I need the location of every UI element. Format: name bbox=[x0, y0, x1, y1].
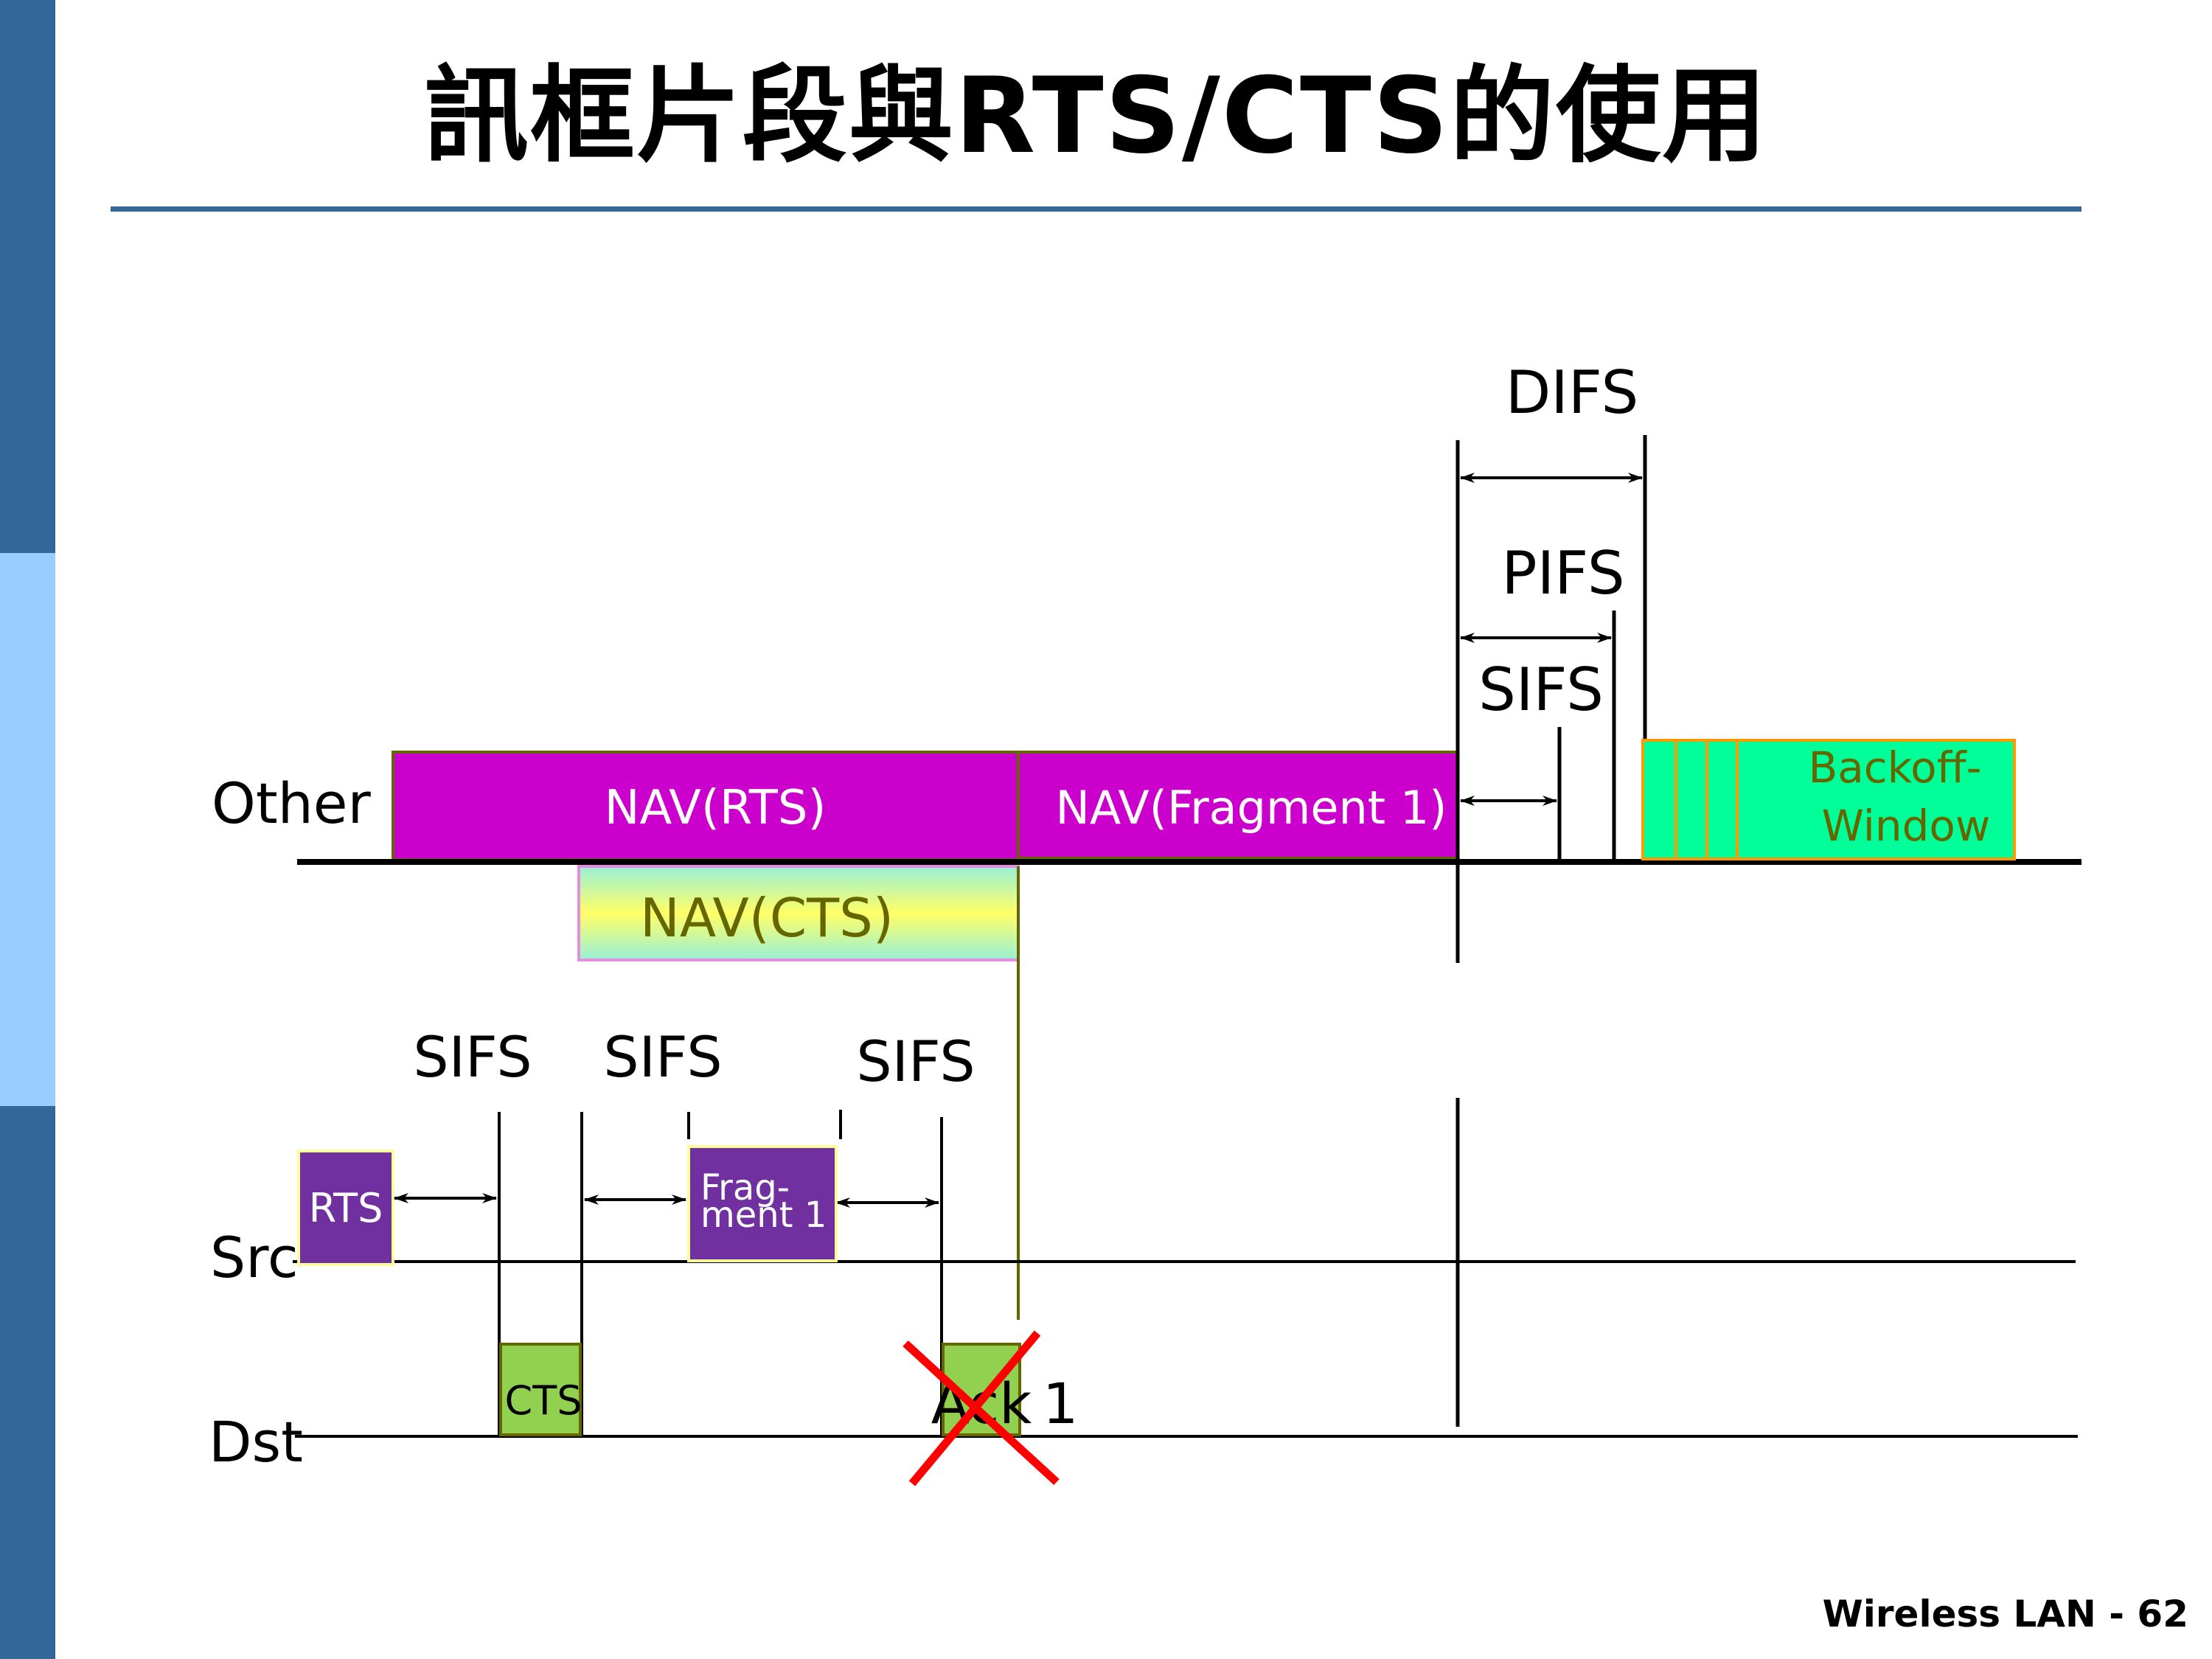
nav-rts-block bbox=[392, 751, 1020, 861]
ack1-frame-number: 1 bbox=[1043, 1371, 1078, 1436]
pifs-label: PIFS bbox=[1501, 539, 1624, 608]
row-label-other: Other bbox=[212, 771, 372, 836]
row-label-src: Src bbox=[210, 1225, 299, 1290]
rts-frame bbox=[297, 1150, 394, 1266]
nav-cts-label: NAV(CTS) bbox=[640, 887, 894, 949]
sidebar-bottom bbox=[0, 1106, 55, 1659]
sifs-2-label: SIFS bbox=[603, 1024, 722, 1090]
rts-frame-label: RTS bbox=[309, 1185, 383, 1231]
backoff-label-line2: Window bbox=[1822, 801, 1991, 851]
sifs-3-label: SIFS bbox=[856, 1029, 975, 1094]
sidebar-top bbox=[0, 0, 55, 553]
fragment1-label-line1: Frag- bbox=[700, 1167, 790, 1208]
fragment1-frame bbox=[687, 1145, 838, 1262]
sifs-other-label: SIFS bbox=[1478, 655, 1604, 724]
cts-frame-label: CTS bbox=[505, 1377, 582, 1424]
nav-fragment1-label: NAV(Fragment 1) bbox=[1056, 781, 1447, 835]
fragment1-label-line2: ment 1 bbox=[700, 1194, 827, 1236]
lost-frame-cross-icon bbox=[902, 1330, 1060, 1486]
difs-label: DIFS bbox=[1506, 358, 1639, 427]
backoff-label-line1: Backoff- bbox=[1808, 742, 1981, 793]
slide-footer: Wireless LAN - 62 bbox=[1822, 1593, 2188, 1635]
sidebar-middle bbox=[0, 553, 55, 1106]
cts-frame bbox=[499, 1343, 582, 1436]
slide-title: 訊框片段與RTS/CTS的使用 bbox=[423, 55, 1769, 177]
backoff-window-block bbox=[1641, 739, 2016, 860]
sifs-1-label: SIFS bbox=[413, 1024, 532, 1090]
title-underline bbox=[111, 206, 2081, 212]
nav-rts-label: NAV(RTS) bbox=[605, 781, 827, 835]
row-label-dst: Dst bbox=[209, 1409, 303, 1475]
nav-cts-block bbox=[577, 865, 1020, 961]
